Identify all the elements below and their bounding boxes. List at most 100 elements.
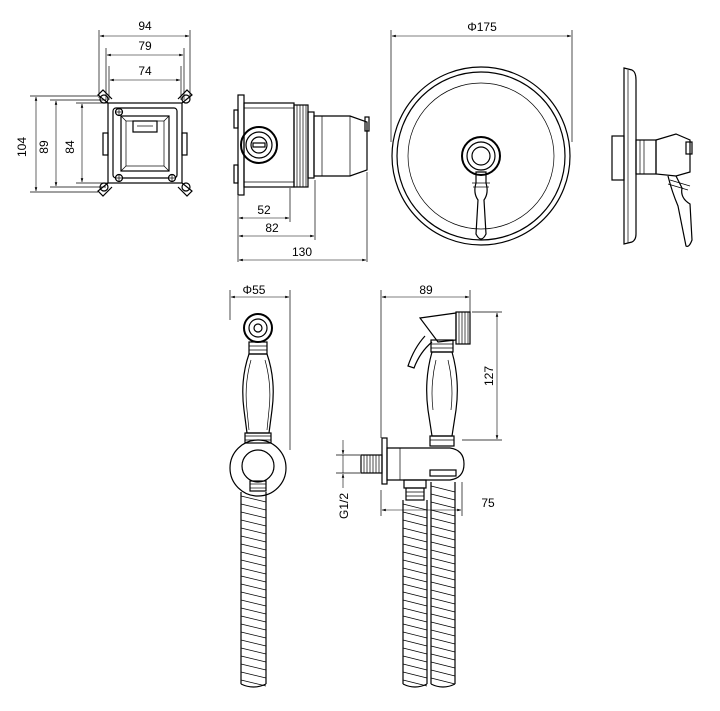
dim-89-label: 89: [37, 140, 51, 154]
hose-braid: [240, 647, 267, 655]
hose-braid: [430, 549, 456, 557]
hose-braid: [240, 583, 267, 591]
hose-braid: [402, 527, 428, 535]
hose-braid: [402, 535, 428, 543]
hose-braid: [430, 645, 456, 653]
hose-braid: [240, 639, 267, 647]
hose-braid: [240, 679, 267, 687]
hose-braid: [402, 607, 428, 615]
hose-braid: [430, 581, 456, 589]
hose-braid: [402, 575, 428, 583]
hose-braid: [240, 503, 267, 511]
hose-braid: [430, 573, 456, 581]
plate-diameter-label: Φ175: [467, 20, 497, 34]
hose-braid: [430, 493, 456, 501]
hose-braid: [240, 663, 267, 671]
hose-braid: [402, 623, 428, 631]
hose-braid: [430, 629, 456, 637]
hose-braid: [402, 519, 428, 527]
dim-79-label: 79: [138, 39, 152, 53]
hose-braid: [430, 557, 456, 565]
hose-braid: [402, 639, 428, 647]
mounting-box-front-view: 94 79 74 104 89 84: [15, 19, 193, 197]
hose-braid: [430, 653, 456, 661]
hose-braid: [430, 533, 456, 541]
hose-braid: [402, 591, 428, 599]
hose-braid: [240, 511, 267, 519]
hose-braid: [402, 631, 428, 639]
hose-braid: [430, 677, 456, 685]
hose-end: [402, 683, 428, 688]
hose-braid: [240, 575, 267, 583]
hose-braid: [430, 485, 456, 493]
hose-braid: [430, 669, 456, 677]
hose-braid: [430, 589, 456, 597]
hose-braid: [430, 517, 456, 525]
hose-braid: [430, 597, 456, 605]
handshower-height-label: 127: [482, 366, 496, 386]
hose-end: [240, 683, 267, 688]
hose-braid: [240, 591, 267, 599]
hose-braid: [402, 655, 428, 663]
hose-braid: [240, 655, 267, 663]
hose-side-left: [402, 500, 428, 688]
dim-52-label: 52: [257, 203, 271, 217]
hose-braid: [430, 501, 456, 509]
hose-braid: [240, 599, 267, 607]
handshower-front-view: Φ55: [229, 283, 291, 688]
hose-braid: [430, 637, 456, 645]
hose-braid: [240, 607, 267, 615]
dim-74-label: 74: [138, 64, 152, 78]
hose-braid: [402, 679, 428, 687]
hose-braid: [402, 599, 428, 607]
hose-braid: [430, 541, 456, 549]
hose-braid: [430, 565, 456, 573]
hose-braid: [240, 551, 267, 559]
cover-plate-side-view: [611, 67, 693, 247]
dim-82-label: 82: [265, 221, 279, 235]
hose-braid: [402, 503, 428, 511]
hose-braid: [402, 511, 428, 519]
dim-130-label: 130: [292, 245, 312, 259]
hose-braid: [430, 605, 456, 613]
handshower-width-label: 89: [419, 283, 433, 297]
hose-braid: [402, 583, 428, 591]
hose-braid: [240, 631, 267, 639]
mounting-box-side-view: 52 82 130: [233, 94, 370, 262]
hose-end: [430, 683, 456, 688]
hose-braid: [402, 647, 428, 655]
hose-braid: [240, 623, 267, 631]
hose-braid: [430, 525, 456, 533]
hose-braid: [430, 613, 456, 621]
hose-side-right: [430, 482, 456, 688]
hose-braid: [402, 543, 428, 551]
thread-size-label: G1/2: [337, 493, 351, 519]
hose-braid: [240, 527, 267, 535]
holder-diameter-label: Φ55: [243, 283, 266, 297]
hose-braid: [402, 551, 428, 559]
hose-braid: [402, 559, 428, 567]
hose-braid: [430, 621, 456, 629]
dim-104-label: 104: [15, 137, 29, 157]
hose-braid: [240, 495, 267, 503]
hose-braid: [402, 615, 428, 623]
hose-braid: [240, 615, 267, 623]
hose-braid: [402, 663, 428, 671]
hose-braid: [240, 543, 267, 551]
dim-84-label: 84: [63, 140, 77, 154]
hose-braid: [402, 671, 428, 679]
hose-braid: [240, 535, 267, 543]
outlet-offset-label: 75: [481, 496, 495, 510]
dim-94-label: 94: [138, 19, 152, 33]
handshower-side-view: 89 127: [336, 283, 502, 688]
hose-front: [240, 492, 267, 688]
hose-braid: [402, 567, 428, 575]
hose-braid: [430, 661, 456, 669]
hose-braid: [430, 509, 456, 517]
hose-braid: [240, 559, 267, 567]
hose-braid: [240, 567, 267, 575]
hose-braid: [240, 519, 267, 527]
hose-braid: [240, 671, 267, 679]
cover-plate-front-view: Φ175: [390, 20, 573, 246]
